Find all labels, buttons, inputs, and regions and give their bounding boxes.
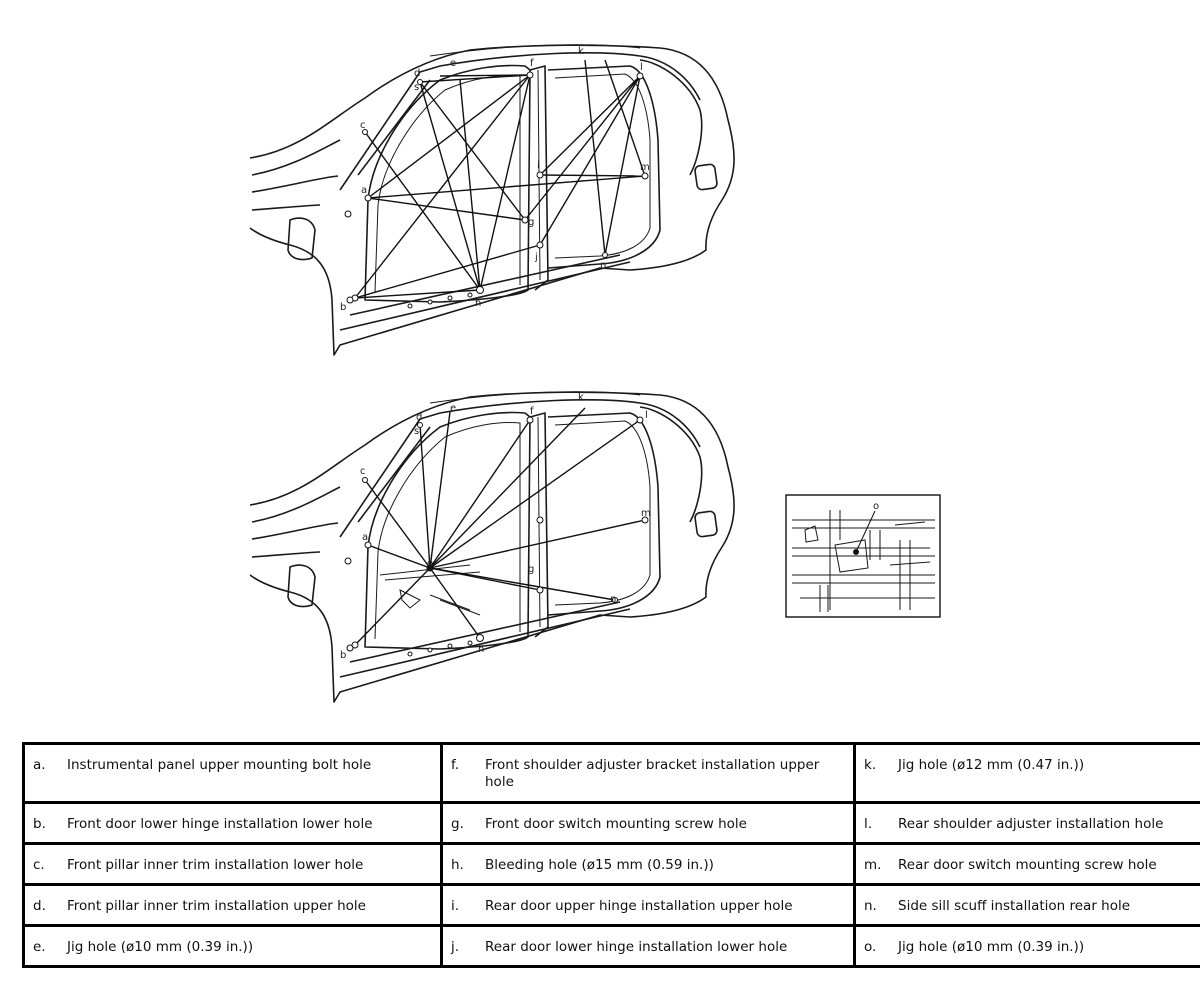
hole-legend-table: a. Instrumental panel upper mounting bolt… [22,742,1200,968]
legend-description: Rear door lower hinge installation lower… [485,939,788,955]
top-body-side-view: a b c d e f g h i j k l m n s [249,44,735,356]
legend-cell: k. Jig hole (ø12 mm (0.47 in.)) [853,742,1200,804]
legend-key: j. [451,939,460,955]
body-side-dimension-diagram: a b c d e f g h i j k l m n s [249,44,941,703]
legend-row: a. Instrumental panel upper mounting bolt… [22,742,1200,804]
legend-description: Front pillar inner trim installation low… [67,857,364,873]
callout-b-2: b [340,650,346,661]
callout-o-2: o [427,558,433,569]
top-measurement-lines [354,59,646,299]
legend-description: Front door lower hinge installation lowe… [67,816,373,832]
legend-row: b. Front door lower hinge installation lo… [22,801,1200,845]
legend-key: a. [33,757,46,773]
callout-f-2: f [530,406,534,417]
legend-cell: a. Instrumental panel upper mounting bolt… [22,742,443,804]
legend-description: Jig hole (ø10 mm (0.39 in.)) [898,939,1085,955]
callout-e: e [450,58,456,69]
bottom-body-side-view: a b c d e f g h k l m n o s [249,391,735,703]
callout-c-2: c [360,466,366,477]
jig-hole-o-inset: o [785,494,941,618]
legend-cell: n. Side sill scuff installation rear hole [853,883,1200,927]
bottom-callouts: a b c d e f g h k l m n o s [340,392,651,661]
callout-b: b [340,302,346,313]
legend-description: Front shoulder adjuster bracket installa… [485,757,820,790]
callout-c: c [360,120,366,131]
legend-cell: l. Rear shoulder adjuster installation ho… [853,801,1200,845]
callout-i: i [537,160,540,171]
legend-key: c. [33,857,45,873]
bottom-holes [344,416,649,657]
legend-key: l. [864,816,873,832]
legend-description: Rear shoulder adjuster installation hole [898,816,1164,832]
callout-l: l [640,62,643,73]
callout-m: m [640,162,650,173]
callout-g: g [528,217,534,228]
bottom-measurement-lines [354,407,646,646]
legend-key: b. [33,816,46,832]
legend-key: n. [864,898,877,914]
callout-h-2: h [478,644,484,655]
legend-cell: d. Front pillar inner trim installation u… [22,883,443,927]
legend-cell: i. Rear door upper hinge installation upp… [440,883,856,927]
legend-key: m. [864,857,882,873]
legend-cell: o. Jig hole (ø10 mm (0.39 in.)) [853,924,1200,968]
legend-description: Front door switch mounting screw hole [485,816,747,832]
legend-cell: c. Front pillar inner trim installation l… [22,842,443,886]
legend-cell: f. Front shoulder adjuster bracket instal… [440,742,856,804]
callout-h: h [475,298,481,309]
legend-cell: h. Bleeding hole (ø15 mm (0.59 in.)) [440,842,856,886]
body-side-outline [249,44,735,356]
legend-description: Rear door upper hinge installation upper… [485,898,793,914]
callout-l-2: l [645,410,648,421]
legend-key: f. [451,757,460,773]
body-side-outline-2 [249,391,735,703]
callout-a-2: a [362,532,368,543]
callout-m-2: m [641,508,651,519]
legend-description: Jig hole (ø12 mm (0.47 in.)) [898,757,1085,773]
legend-key: i. [451,898,460,914]
legend-cell: g. Front door switch mounting screw hole [440,801,856,845]
top-holes [344,71,649,309]
legend-description: Front pillar inner trim installation upp… [67,898,366,914]
legend-description: Instrumental panel upper mounting bolt h… [67,757,372,773]
callout-n-2: n [610,594,616,605]
legend-row: d. Front pillar inner trim installation u… [22,883,1200,927]
legend-key: e. [33,939,46,955]
callout-e-2: e [450,403,456,414]
callout-f: f [530,58,534,69]
legend-key: o. [864,939,877,955]
inset-callout-o: o [873,501,879,512]
legend-row: e. Jig hole (ø10 mm (0.39 in.)) j. Rear doo… [22,924,1200,968]
callout-a: a [361,185,367,196]
callout-s-2: s [414,426,419,437]
legend-description: Side sill scuff installation rear hole [898,898,1131,914]
legend-key: d. [33,898,46,914]
legend-key: h. [451,857,464,873]
legend-description: Jig hole (ø10 mm (0.39 in.)) [67,939,254,955]
legend-cell: b. Front door lower hinge installation lo… [22,801,443,845]
legend-cell: m. Rear door switch mounting screw hole [853,842,1200,886]
front-door-opening [364,64,531,303]
callout-k-2: k [578,392,584,403]
legend-cell: j. Rear door lower hinge installation low… [440,924,856,968]
legend-key: g. [451,816,464,832]
callout-j: j [534,252,538,263]
legend-cell: e. Jig hole (ø10 mm (0.39 in.)) [22,924,443,968]
callout-g-2: g [528,564,534,575]
callout-n: n [600,260,606,271]
callout-k: k [578,46,584,57]
top-callouts: a b c d e f g h i j k l m n s [340,46,650,313]
legend-row: c. Front pillar inner trim installation l… [22,842,1200,886]
legend-key: k. [864,757,877,773]
legend-description: Rear door switch mounting screw hole [898,857,1157,873]
callout-d-2: d [416,412,422,423]
callout-s: s [414,82,419,93]
callout-d: d [414,68,420,79]
legend-description: Bleeding hole (ø15 mm (0.59 in.)) [485,857,714,873]
